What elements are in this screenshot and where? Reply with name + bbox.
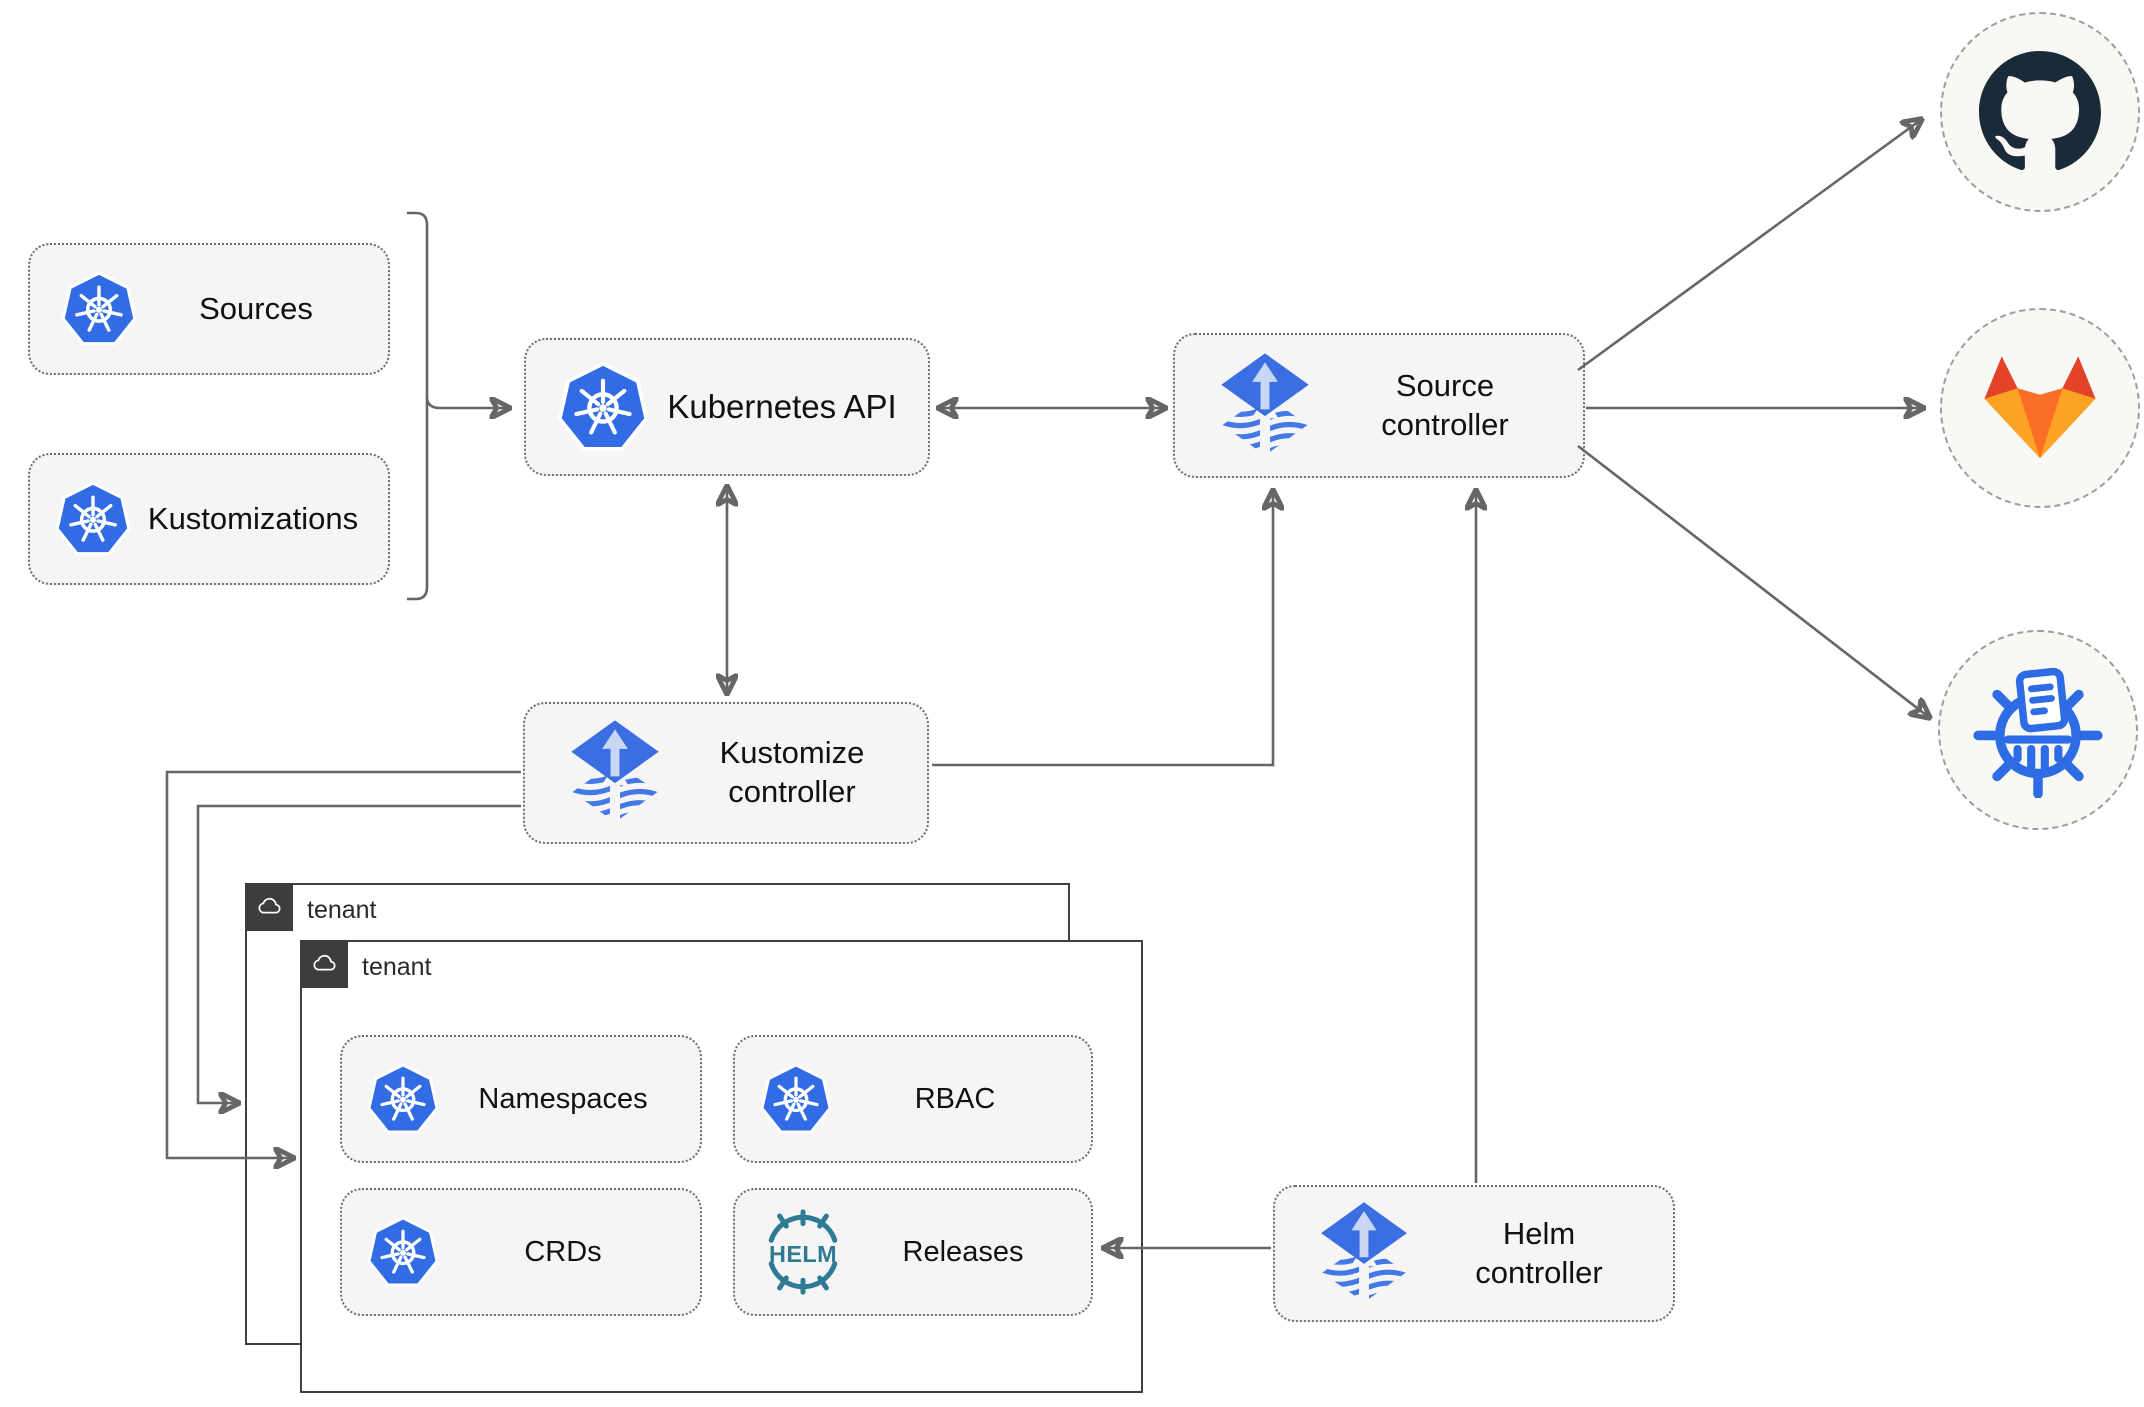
tenant-inner-label: tenant [362, 953, 432, 981]
node-namespaces: Namespaces [340, 1035, 702, 1163]
tenant-outer-header [244, 882, 293, 931]
node-source-controller: Source controller [1173, 333, 1585, 478]
remote-bucket [1938, 630, 2138, 830]
kubernetes-icon [366, 1062, 440, 1136]
node-crds: CRDs [340, 1188, 702, 1316]
remote-github [1940, 12, 2140, 212]
flux-icon [1209, 350, 1321, 462]
tenant-box-inner: tenant [299, 939, 1143, 1393]
node-rbac-label: RBAC [914, 1082, 996, 1115]
kubernetes-manifests-bucket-icon [1970, 662, 2106, 798]
cloud-icon [309, 949, 339, 979]
node-helm-controller-label: Helm controller [1475, 1215, 1603, 1290]
tenant-inner-header [299, 939, 348, 988]
edge-kustomize-controller-to-source-controller [932, 490, 1273, 767]
node-source-controller-label: Source controller [1381, 367, 1509, 442]
node-helm-controller: Helm controller [1273, 1185, 1675, 1322]
node-kustomize-controller-label: Kustomize controller [719, 735, 865, 809]
edge-source-controller-to-github [1577, 119, 1922, 372]
kubernetes-icon [759, 1062, 833, 1136]
node-kustomizations: Kustomizations [28, 453, 390, 585]
node-rbac: RBAC [733, 1035, 1093, 1163]
node-kustomizations-label: Kustomizations [147, 500, 359, 536]
kubernetes-icon [556, 360, 650, 454]
node-namespaces-label: Namespaces [478, 1082, 648, 1115]
helm-icon: HELM [757, 1209, 849, 1295]
flux-icon [1309, 1199, 1419, 1309]
kubernetes-icon [54, 480, 132, 558]
helm-logo-text: HELM [769, 1241, 837, 1267]
node-releases: HELM Releases [733, 1188, 1093, 1316]
github-icon [1979, 51, 2101, 173]
remote-gitlab [1940, 308, 2140, 508]
node-sources: Sources [28, 243, 390, 375]
flux-icon [559, 717, 671, 829]
edge-source-controller-to-bucket [1577, 444, 1930, 718]
node-sources-label: Sources [199, 290, 313, 326]
node-kubernetes-api: Kubernetes API [524, 338, 930, 476]
cloud-icon [254, 892, 284, 922]
tenant-outer-label: tenant [307, 896, 377, 924]
node-kustomize-controller: Kustomize controller [523, 702, 929, 844]
node-kubernetes-api-label: Kubernetes API [667, 388, 897, 426]
node-crds-label: CRDs [524, 1235, 602, 1268]
edge-bracket-to-kubernetes-api [425, 396, 510, 408]
gitlab-icon [1974, 355, 2106, 461]
kubernetes-icon [366, 1215, 440, 1289]
node-releases-label: Releases [902, 1235, 1024, 1268]
kubernetes-icon [60, 270, 138, 348]
edge-bracket-sources-kustomizations [407, 211, 429, 601]
